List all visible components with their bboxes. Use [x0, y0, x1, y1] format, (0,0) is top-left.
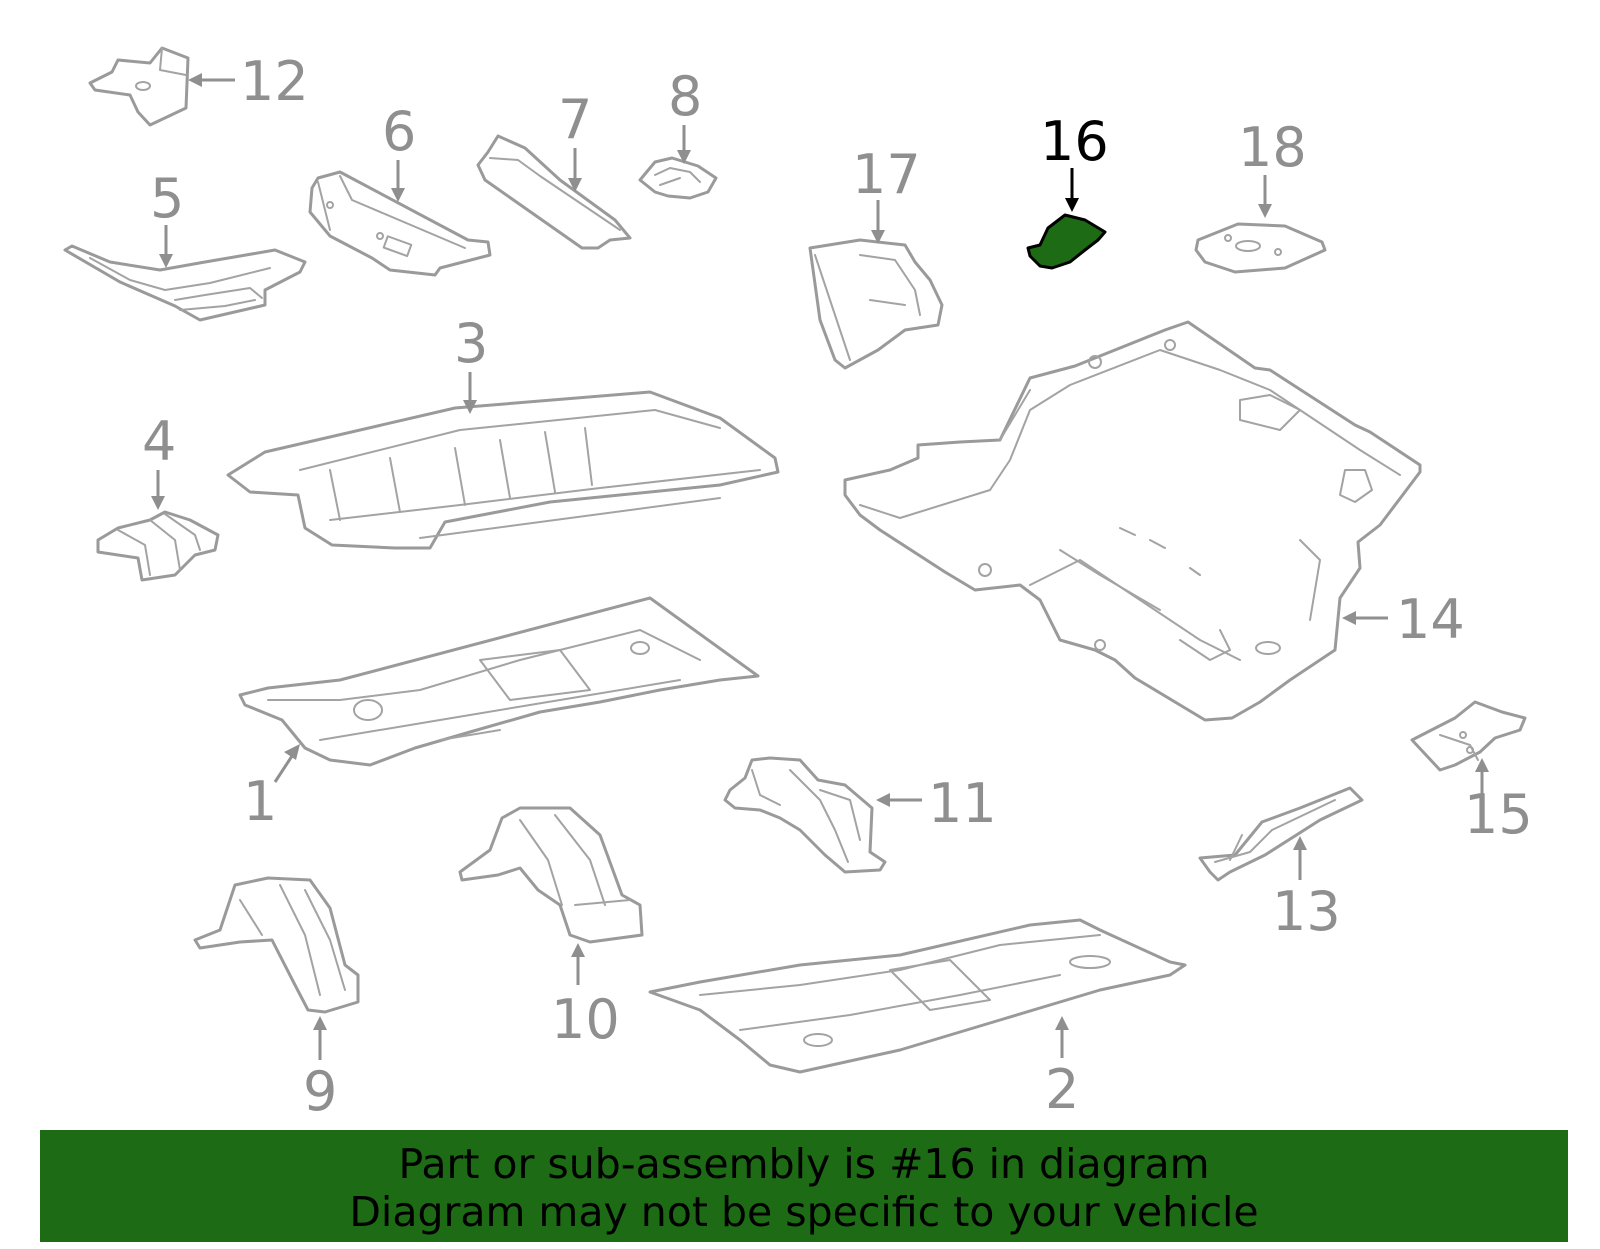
- part-15[interactable]: [1410, 700, 1527, 772]
- callout-label-6: 6: [382, 100, 416, 163]
- callout-label-1: 1: [243, 770, 277, 833]
- callout-label-5: 5: [150, 167, 184, 230]
- callout-2: 2: [1045, 1016, 1079, 1121]
- info-banner: Part or sub-assembly is #16 in diagram D…: [40, 1130, 1568, 1242]
- callout-label-7: 7: [558, 88, 592, 151]
- callout-label-17: 17: [852, 143, 921, 206]
- part-8[interactable]: [638, 156, 718, 200]
- callout-6: 6: [382, 100, 416, 202]
- callout-label-14: 14: [1396, 588, 1465, 651]
- callout-label-10: 10: [551, 988, 620, 1051]
- callout-4: 4: [142, 410, 176, 510]
- part-3[interactable]: [226, 390, 780, 550]
- callout-18: 18: [1238, 116, 1307, 218]
- callout-label-9: 9: [303, 1060, 337, 1123]
- part-14[interactable]: [843, 320, 1422, 722]
- callout-14: 14: [1342, 588, 1465, 651]
- callout-17: 17: [852, 143, 921, 244]
- banner-line-part: Part or sub-assembly is #16 in diagram: [398, 1140, 1210, 1188]
- parts-diagram: 12 5 6 7: [63, 46, 1533, 1123]
- callout-16: 16: [1040, 110, 1109, 212]
- part-9[interactable]: [193, 876, 360, 1014]
- callout-3: 3: [454, 312, 488, 414]
- callout-10: 10: [551, 943, 620, 1051]
- callout-7: 7: [558, 88, 592, 192]
- callout-label-2: 2: [1045, 1058, 1079, 1121]
- part-6[interactable]: [308, 170, 492, 277]
- part-7[interactable]: [476, 134, 632, 250]
- part-18[interactable]: [1194, 222, 1327, 274]
- callout-11: 11: [876, 772, 997, 835]
- callout-1: 1: [243, 744, 300, 833]
- callout-label-8: 8: [668, 65, 702, 128]
- callout-label-4: 4: [142, 410, 176, 473]
- callout-label-16: 16: [1040, 110, 1109, 173]
- part-17[interactable]: [808, 238, 944, 370]
- callout-label-18: 18: [1238, 116, 1307, 179]
- callout-label-15: 15: [1464, 783, 1533, 846]
- part-12[interactable]: [88, 46, 190, 127]
- part-5[interactable]: [63, 244, 307, 322]
- callout-8: 8: [668, 65, 702, 164]
- banner-line-disclaimer: Diagram may not be specific to your vehi…: [349, 1188, 1259, 1236]
- part-10[interactable]: [458, 806, 644, 944]
- callout-label-12: 12: [240, 50, 309, 113]
- callout-12: 12: [188, 50, 309, 113]
- part-4[interactable]: [96, 510, 220, 582]
- callout-9: 9: [303, 1016, 337, 1123]
- callout-5: 5: [150, 167, 184, 268]
- part-2[interactable]: [648, 918, 1187, 1074]
- part-11[interactable]: [723, 756, 887, 874]
- callout-13: 13: [1272, 836, 1341, 943]
- part-1[interactable]: [238, 596, 760, 767]
- callout-15: 15: [1464, 758, 1533, 846]
- part-13[interactable]: [1198, 786, 1364, 882]
- callout-label-11: 11: [928, 772, 997, 835]
- callout-label-13: 13: [1272, 880, 1341, 943]
- part-16-highlighted[interactable]: [1026, 213, 1107, 270]
- callout-label-3: 3: [454, 312, 488, 375]
